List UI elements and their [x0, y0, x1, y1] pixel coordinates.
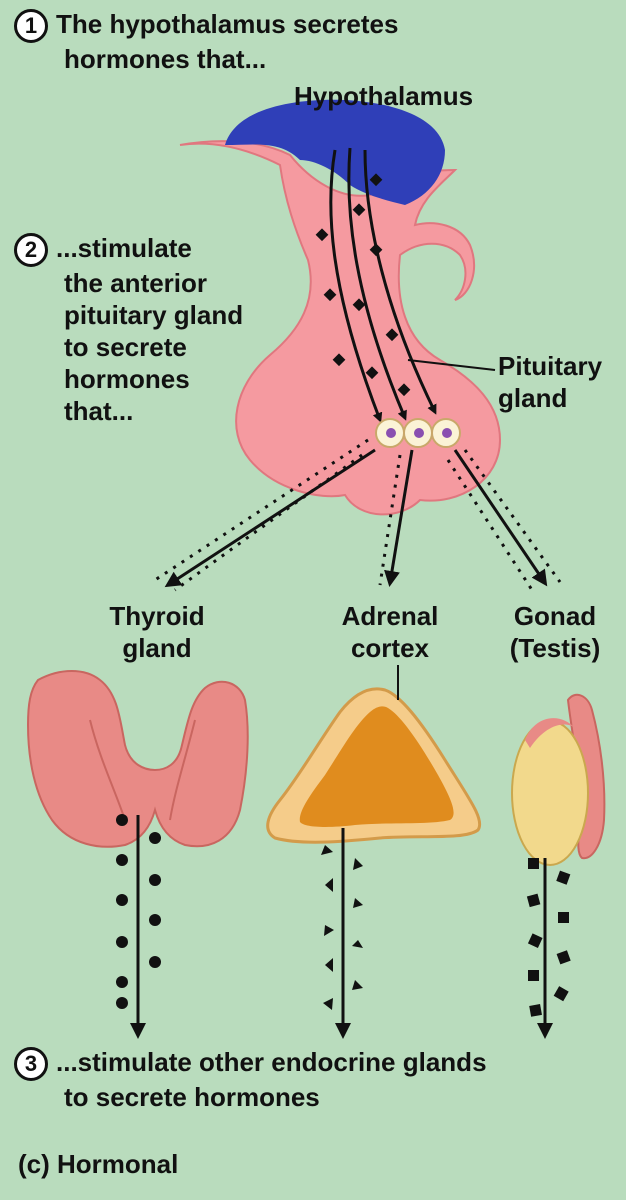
step-2-line-2: the anterior — [64, 268, 208, 299]
adrenal-label-line-2: cortex — [350, 633, 430, 663]
caption-panel-letter: (c) — [18, 1149, 50, 1179]
hypothalamic-axons — [329, 147, 437, 423]
step-3-number: 3 — [14, 1047, 48, 1082]
pituitary-label: Pituitary gland — [498, 350, 602, 414]
step-1-number: 1 — [14, 9, 48, 44]
caption-title: Hormonal — [57, 1149, 179, 1179]
hypothalamus-label: Hypothalamus — [294, 81, 474, 111]
step-2-line-1: ...stimulate — [56, 233, 192, 263]
figure-caption: (c) Hormonal — [18, 1148, 178, 1180]
thyroid-gland-shape — [26, 670, 249, 848]
step-1-line-2: hormones that... — [64, 44, 267, 75]
adrenal-hormone-triangles — [321, 845, 363, 1010]
pituitary-label-line-2: gland — [498, 383, 568, 413]
gonad-label-line-2: (Testis) — [509, 633, 601, 663]
step-3-line-1: ...stimulate other endocrine glands — [56, 1047, 487, 1077]
adrenal-label: Adrenal cortex — [320, 600, 460, 664]
tropic-hormone-arrows — [154, 438, 562, 592]
anterior-pituitary-cells — [375, 418, 461, 448]
thyroid-hormone-dots — [116, 814, 161, 1009]
thyroid-label-line-2: gland — [122, 633, 192, 663]
gonad-label-line-1: Gonad — [513, 601, 597, 631]
pituitary-leader-line — [407, 359, 496, 371]
step-2-line-5: hormones — [64, 364, 190, 395]
target-gland-arrows — [130, 815, 553, 1039]
step-2-line-4: to secrete — [64, 332, 187, 363]
step-2-line-3: pituitary gland — [64, 300, 244, 331]
step-2-number: 2 — [14, 233, 48, 268]
thyroid-label-line-1: Thyroid — [109, 601, 205, 631]
step-3-line-2: to secrete hormones — [64, 1082, 320, 1113]
thyroid-label: Thyroid gland — [92, 600, 222, 664]
step-2-line-6: that... — [64, 396, 134, 427]
gonad-hormone-squares — [526, 858, 571, 1017]
adrenal-label-line-1: Adrenal — [341, 601, 439, 631]
step-1-line-1: The hypothalamus secretes — [56, 9, 399, 39]
releasing-hormone-diamonds — [315, 173, 411, 397]
step-2-text: 2 ...stimulate the anterior pituitary gla… — [14, 232, 243, 427]
adrenal-cortex-shape — [266, 687, 482, 844]
step-3-text: 3 ...stimulate other endocrine glands to … — [14, 1046, 487, 1113]
testis-shape — [511, 693, 606, 866]
gonad-label: Gonad (Testis) — [490, 600, 620, 664]
step-1-text: 1 The hypothalamus secretes hormones that… — [14, 8, 398, 75]
pituitary-label-line-1: Pituitary — [498, 351, 603, 381]
